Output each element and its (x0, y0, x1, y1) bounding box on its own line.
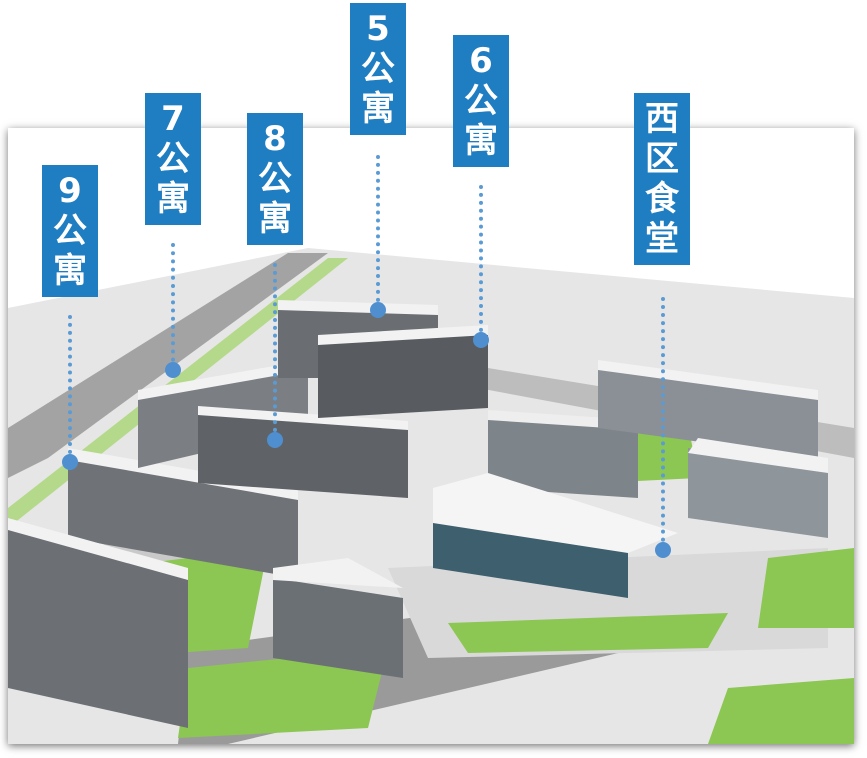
label-char: 堂 (645, 219, 679, 259)
academic-building (488, 418, 638, 498)
leader-line-apartment-6 (479, 185, 483, 340)
leader-line-apartment-8 (273, 263, 277, 440)
apartment-5-roof (278, 300, 438, 315)
lawn-south (178, 648, 388, 738)
label-char: 9 (58, 171, 82, 211)
building-south-roof (273, 558, 403, 588)
apartment-southwest-roof (8, 518, 188, 580)
leader-line-apartment-5 (376, 155, 380, 310)
label-char: 公 (258, 159, 292, 199)
canteen-roof (433, 473, 678, 553)
label-char: 5 (366, 9, 390, 49)
label-char: 区 (645, 139, 679, 179)
label-char: 寓 (258, 199, 292, 239)
marker-west-canteen (655, 542, 671, 558)
campus-rendering-frame (8, 128, 854, 744)
label-char: 公 (361, 49, 395, 89)
label-west-canteen: 西区食堂 (634, 93, 690, 265)
marker-apartment-5 (370, 302, 386, 318)
label-char: 寓 (464, 121, 498, 161)
marker-apartment-6 (473, 332, 489, 348)
label-char: 公 (53, 211, 87, 251)
apartment-8-building (198, 413, 408, 498)
apartment-7-roof (138, 360, 308, 400)
marker-apartment-7 (165, 362, 181, 378)
building-southeast (688, 448, 828, 538)
apartment-6-building (318, 333, 488, 418)
label-char: 8 (263, 119, 287, 159)
building-east-roof (598, 360, 818, 400)
marker-apartment-9 (62, 454, 78, 470)
west-canteen-building (433, 518, 628, 598)
label-char: 寓 (53, 251, 87, 291)
leader-line-apartment-9 (68, 315, 72, 462)
building-south (273, 578, 403, 678)
label-char: 寓 (361, 89, 395, 129)
label-char: 食 (645, 179, 679, 219)
lawn-southeast (708, 678, 854, 744)
apartment-8-roof (198, 406, 408, 430)
campus-aerial-rendering (8, 248, 854, 744)
label-char: 公 (464, 81, 498, 121)
label-char: 7 (161, 99, 185, 139)
lawn-plaza (448, 613, 728, 653)
building-southeast-roof (688, 438, 828, 473)
leader-line-west-canteen (661, 297, 665, 550)
label-char: 西 (645, 99, 679, 139)
apartment-6-roof (318, 325, 488, 345)
label-char: 寓 (156, 179, 190, 219)
leader-line-apartment-7 (171, 243, 175, 370)
apartment-9-roof (68, 448, 298, 500)
label-char: 公 (156, 139, 190, 179)
lawn-east (758, 548, 854, 628)
marker-apartment-8 (267, 432, 283, 448)
apartment-southwest (8, 528, 188, 728)
label-char: 6 (469, 41, 493, 81)
